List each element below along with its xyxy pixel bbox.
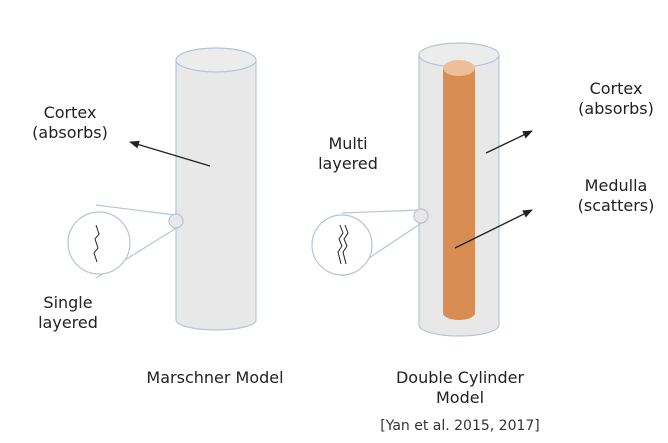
double-cylinder-caption-line2: Model [435, 388, 485, 407]
left-cortex-note: (absorbs) [32, 123, 108, 142]
right-cross-section-magnifier [311, 208, 429, 277]
multi-layered-line2: layered [318, 154, 378, 173]
multi-layered-label: Multi layered [308, 134, 388, 174]
double-cylinder-caption-line1: Double Cylinder [395, 368, 525, 387]
right-cortex-title: Cortex [589, 79, 643, 98]
single-layered-line1: Single [43, 293, 93, 312]
single-cylinder [175, 47, 257, 331]
right-cortex-note: (absorbs) [578, 99, 654, 118]
single-layered-label: Single layered [28, 293, 108, 333]
medulla-core [443, 60, 475, 320]
single-layered-line2: layered [38, 313, 98, 332]
multi-layered-line1: Multi [328, 134, 368, 153]
double-cylinder-caption: Double Cylinder Model [370, 368, 550, 408]
medulla-arrow [454, 209, 533, 249]
medulla-note: (scatters) [577, 196, 655, 215]
left-cross-section-magnifier [67, 204, 184, 279]
right-cortex-arrow [485, 130, 533, 154]
marschner-caption: Marschner Model [146, 368, 284, 387]
medulla-title: Medulla [584, 176, 648, 195]
citation: [Yan et al. 2015, 2017] [380, 418, 540, 434]
right-cortex-label: Cortex (absorbs) [568, 79, 664, 119]
medulla-label: Medulla (scatters) [568, 176, 664, 216]
left-cortex-label: Cortex (absorbs) [22, 103, 118, 143]
left-cortex-title: Cortex [43, 103, 97, 122]
left-cortex-arrow [129, 140, 211, 167]
